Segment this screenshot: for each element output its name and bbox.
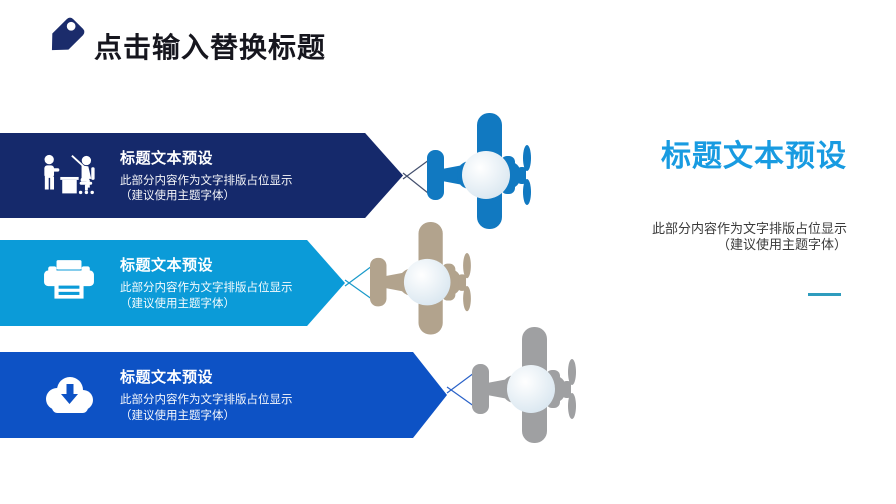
- banner-item-1: 标题文本预设 此部分内容作为文字排版占位显示 （建议使用主题字体）: [0, 133, 403, 218]
- airplane-blue: [427, 113, 531, 229]
- right-panel-line1: 此部分内容作为文字排版占位显示: [651, 221, 847, 236]
- banner-text-2: 标题文本预设 此部分内容作为文字排版占位显示 （建议使用主题字体）: [120, 254, 293, 312]
- banner-text-1: 标题文本预设 此部分内容作为文字排版占位显示 （建议使用主题字体）: [120, 147, 293, 205]
- right-panel: 标题文本预设 此部分内容作为文字排版占位显示 （建议使用主题字体）: [587, 131, 847, 301]
- banner-title: 标题文本预设: [120, 369, 214, 386]
- banner-title: 标题文本预设: [120, 257, 214, 274]
- printer-icon: [40, 257, 98, 309]
- page-title: 点击输入替换标题: [94, 32, 327, 63]
- banner-title: 标题文本预设: [120, 149, 214, 167]
- banner-text-3: 标题文本预设 此部分内容作为文字排版占位显示 （建议使用主题字体）: [120, 366, 293, 424]
- connector-strings-3: [446, 369, 479, 410]
- right-panel-title: 标题文本预设: [661, 140, 847, 173]
- connector-strings-2: [344, 262, 377, 303]
- cloud-download-icon: [40, 369, 98, 421]
- banner-line1: 此部分内容作为文字排版占位显示: [120, 394, 293, 406]
- right-panel-body: 此部分内容作为文字排版占位显示 （建议使用主题字体）: [587, 221, 847, 253]
- banner-line2: （建议使用主题字体）: [120, 190, 235, 202]
- banner-line1: 此部分内容作为文字排版占位显示: [120, 174, 293, 187]
- banner-line2: （建议使用主题字体）: [120, 409, 235, 422]
- right-panel-line2: （建议使用主题字体）: [716, 237, 847, 252]
- banner-item-2: 标题文本预设 此部分内容作为文字排版占位显示 （建议使用主题字体）: [0, 240, 345, 326]
- banner-line2: （建议使用主题字体）: [120, 297, 235, 310]
- banner-item-3: 标题文本预设 此部分内容作为文字排版占位显示 （建议使用主题字体）: [0, 352, 447, 438]
- tag-icon: [51, 17, 85, 51]
- connector-strings-1: [402, 156, 434, 198]
- banner-line1: 此部分内容作为文字排版占位显示: [120, 282, 293, 294]
- accent-line: [808, 293, 841, 296]
- airplane-tan: [370, 221, 471, 335]
- airplane-gray: [472, 327, 576, 443]
- meeting-icon: [40, 150, 98, 202]
